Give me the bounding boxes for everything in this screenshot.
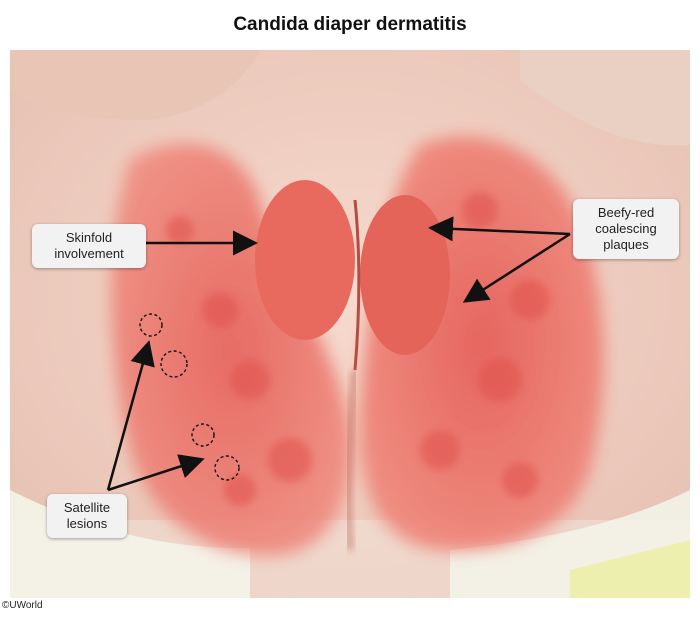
- satellite-lesion-circle: [191, 423, 215, 447]
- satellite-lesions-label: Satellite lesions: [47, 494, 127, 538]
- beefy-red-arrow-upper: [428, 216, 571, 242]
- satellite-arrow-upper: [106, 340, 155, 491]
- figure-title: Candida diaper dermatitis: [233, 14, 467, 35]
- satellite-lesion-circle: [160, 350, 188, 378]
- skinfold-involvement-label: Skinfold involvement: [32, 224, 146, 268]
- satellite-lesion-circle: [214, 455, 240, 481]
- beefy-red-arrow-lower: [462, 232, 571, 303]
- clinical-photo: [10, 50, 690, 598]
- beefy-red-plaques-label: Beefy-red coalescing plaques: [573, 199, 679, 259]
- copyright-notice: ©UWorld: [2, 600, 43, 611]
- satellite-lesion-circle: [139, 313, 163, 337]
- satellite-arrow-lower: [107, 454, 205, 492]
